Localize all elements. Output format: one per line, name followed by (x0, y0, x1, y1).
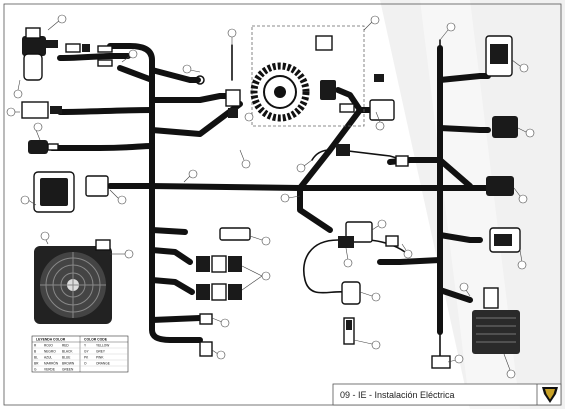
legend-color-es: VERDE (44, 368, 55, 372)
legend-code: BR (34, 362, 39, 366)
color-legend-table: LEYENDA COLOR COLOR CODE R ROJO RED Y YE… (31, 335, 129, 373)
ignition-coil-component (338, 221, 373, 248)
connector-center-right (369, 74, 395, 121)
legend-code: R (34, 344, 37, 348)
legend-row: BR MARRÓN BROWN O ORANGE (32, 361, 128, 367)
ecu-component (33, 171, 109, 213)
legend-row: B NEGRO BLACK GY GREY (32, 350, 128, 355)
title-block: 09 - IE - Instalación Eléctrica (332, 383, 562, 406)
fuse-component (219, 227, 251, 241)
legend-color-en: BLUE (62, 356, 70, 360)
legend-row: G VERDE GREEN (34, 368, 74, 372)
legend-header-es: LEYENDA COLOR (36, 338, 66, 342)
legend-header-en: COLOR CODE (84, 338, 108, 342)
legend-color-es: MARRÓN (44, 361, 59, 366)
sheet-frame (3, 3, 562, 406)
legend-code: Y (84, 344, 87, 348)
connector-center-top (195, 75, 241, 118)
relay-top-right (485, 35, 513, 77)
connector-top-left (65, 43, 113, 67)
legend-color-en: ORANGE (96, 362, 110, 366)
motorcycle-brand-logo-icon (542, 387, 558, 403)
legend-color-en: BLACK (62, 350, 73, 354)
ground-connector-bottom (431, 355, 451, 369)
connector-lower-left (199, 313, 213, 357)
cooling-fan-component (34, 239, 112, 324)
legend-row: BL AZUL BLUE PK PINK (32, 356, 128, 361)
throttle-sensor-right (486, 176, 514, 196)
sensor-center (336, 144, 409, 167)
legend-row: R ROJO RED Y YELLOW (32, 344, 128, 349)
legend-color-en: YELLOW (96, 344, 109, 348)
legend-color-en: BROWN (62, 362, 75, 366)
sheet-title: 09 - IE - Instalación Eléctrica (340, 390, 455, 400)
indicator-connector-left (21, 101, 62, 119)
spark-plug-component (343, 317, 355, 345)
legend-color-es: ROJO (44, 344, 53, 348)
legend-code: GY (84, 350, 89, 354)
stator-component (250, 25, 365, 127)
legend-code: B (34, 350, 36, 354)
legend-code: PK (84, 356, 89, 360)
legend-code: BL (34, 356, 38, 360)
legend-color-en: RED (62, 344, 69, 348)
legend-color-es: NEGRO (44, 350, 56, 354)
spark-plug-cap-component (341, 281, 361, 305)
part-callouts (6, 14, 535, 379)
map-sensor-right (489, 227, 521, 253)
legend-color-en: PINK (96, 356, 104, 360)
connector-orange (385, 235, 399, 247)
handlebar-switch-component (22, 27, 58, 81)
relay-group (196, 255, 242, 301)
sensor-right-1 (492, 116, 518, 138)
legend-color-es: AZUL (44, 356, 52, 360)
legend-color-en: GREY (96, 350, 106, 354)
legend-color-en: GREEN (62, 368, 74, 372)
legend-code: G (34, 368, 37, 372)
regulator-component (472, 287, 520, 354)
sensor-left (28, 140, 59, 154)
legend-code: O (84, 362, 87, 366)
